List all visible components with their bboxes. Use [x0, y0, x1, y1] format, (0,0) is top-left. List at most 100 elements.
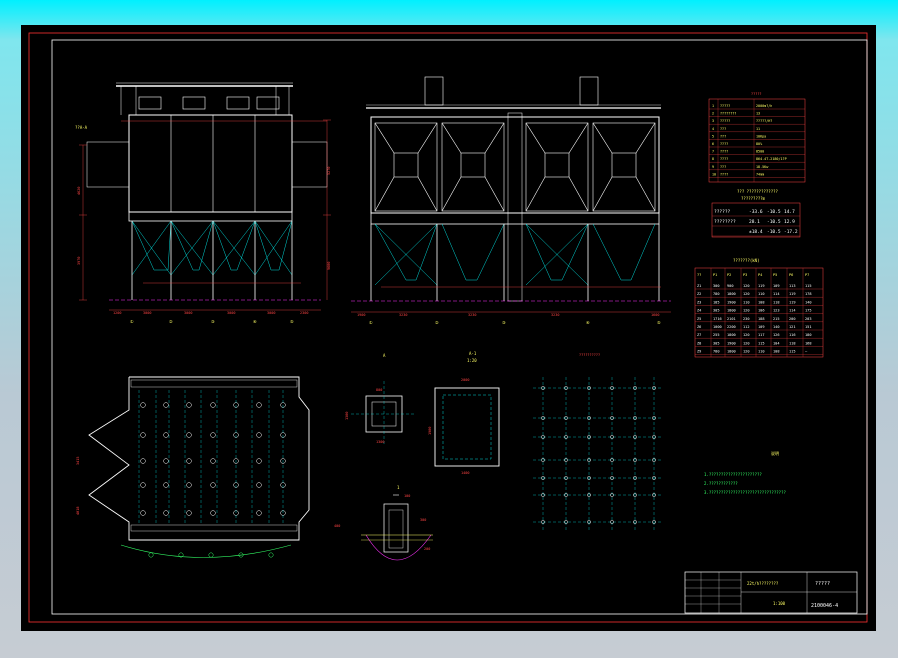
filter-body [128, 114, 293, 213]
table3-cell: Z9 [697, 350, 701, 354]
front-dim: 3000 [227, 311, 235, 315]
notes-title: 说明 [771, 450, 779, 456]
anchor-point [610, 476, 614, 480]
front-level-mark: 3970 [77, 257, 81, 265]
anchor-point [652, 386, 656, 390]
detail-c-title: 1 [397, 485, 400, 490]
table3-cell: 1800 [727, 292, 736, 296]
table3-cell: 215 [773, 317, 780, 321]
table3-cell: 255 [713, 333, 720, 337]
anchor-point [541, 386, 545, 390]
anchor-point [587, 520, 591, 524]
plan-dim: 4018 [76, 507, 80, 515]
table3-cell: — [805, 350, 808, 354]
bolt-icon [186, 432, 192, 438]
table3-header: P4 [758, 273, 762, 277]
bolt-icon [233, 458, 239, 464]
anchor-point [652, 520, 656, 524]
table1-cell: ??? [720, 165, 726, 169]
anchor-point [633, 416, 637, 420]
table3-cell: 185 [713, 300, 720, 304]
table3-cell: 180 [805, 333, 812, 337]
front-dim: 3000 [143, 311, 151, 315]
table3-cell: 110 [758, 292, 765, 296]
filter-body [370, 116, 660, 214]
table1-cell: 8500 [756, 150, 764, 154]
sheet-frame [51, 39, 868, 615]
exhaust-fan-icon [138, 96, 280, 110]
table3-cell: 1900 [727, 300, 736, 304]
table1-cell: ??? [720, 127, 726, 131]
table1-cell: 5 [712, 134, 714, 138]
table3-cell: 108 [758, 300, 765, 304]
bolt-icon [140, 482, 146, 488]
side-view: 1900 3230 3230 3230 1600 ① ② ③ ④ ⑤ [351, 76, 671, 325]
table3-header: ?? [697, 273, 701, 277]
table3-cell: 140 [773, 325, 780, 329]
table3-cell: 1800 [727, 333, 736, 337]
side-dim: 1900 [357, 313, 365, 317]
table3-cell: 120 [743, 333, 750, 337]
table3-cell: 104 [773, 341, 780, 345]
bolt-icon [280, 458, 286, 464]
table3-cell: 108 [773, 350, 780, 354]
anchor-point [610, 520, 614, 524]
table3-header: P2 [727, 273, 731, 277]
detail-a-dim: 1300 [376, 440, 384, 444]
table1-cell: ????? [720, 104, 730, 108]
anchor-point [564, 416, 568, 420]
table3-header: P7 [805, 273, 809, 277]
cad-viewport[interactable]: 5270 4620 9600 3970 ??A-A 1200 3000 3000… [21, 25, 876, 631]
anchor-point [564, 493, 568, 497]
table3-cell: 120 [743, 341, 750, 345]
table1-cell: 10Kpa [756, 134, 766, 138]
table3-header: P5 [773, 273, 777, 277]
anchor-point [541, 416, 545, 420]
detail-b-dim: 2000 [461, 378, 469, 382]
ladder [507, 112, 523, 302]
table3-cell: 114 [789, 309, 796, 313]
table1-cell: ??? [720, 134, 726, 138]
table2-cell: -10.5 [767, 209, 781, 215]
axis-marker: ① [369, 320, 373, 325]
table3-cell: 151 [805, 325, 812, 329]
table3-cell: 119 [758, 284, 765, 288]
table1-cell: 7 [712, 150, 714, 154]
detail-c-dim: 300 [420, 518, 426, 522]
side-dim: 1600 [651, 313, 659, 317]
table3-cell: 110 [758, 350, 765, 354]
front-dim: 2300 [300, 311, 308, 315]
table3-cell: 123 [773, 309, 780, 313]
anchor-point [652, 416, 656, 420]
table3-cell: 121 [789, 325, 796, 329]
anchor-point [652, 476, 656, 480]
table3-cell: 110 [743, 300, 750, 304]
table3-cell: 109 [758, 325, 765, 329]
axis-marker: ③ [502, 320, 506, 325]
table3-cell: 168 [805, 341, 812, 345]
anchor-point [587, 386, 591, 390]
table1-cell: 2000m?/h [756, 104, 772, 108]
bolt-icon [256, 458, 262, 464]
anchor-point [610, 386, 614, 390]
bolt-icon [163, 510, 169, 516]
bolt-icon [140, 432, 146, 438]
table3-cell: 203 [805, 317, 812, 321]
detail-a-dim: 1300 [345, 412, 349, 420]
table3-cell: 178 [805, 292, 812, 296]
anchor-grid: ?????????? [533, 353, 663, 530]
table3-cell: Z7 [697, 333, 701, 337]
table3-cell: 114 [773, 292, 780, 296]
table3-cell: 175 [805, 309, 812, 313]
table3-cell: 120 [743, 309, 750, 313]
table2-cell: ???????? [714, 219, 736, 225]
table1-cell: 8 [712, 157, 714, 161]
bolt-icon [140, 458, 146, 464]
plan-view: 3415 4018 [76, 376, 310, 558]
table3-cell: 115 [758, 341, 765, 345]
table3-cell: 118 [773, 300, 780, 304]
bolt-icon [178, 552, 184, 558]
table3-cell: Z6 [697, 325, 701, 329]
detail-b-scale: 1:20 [467, 358, 477, 363]
table3-cell: 126 [773, 333, 780, 337]
